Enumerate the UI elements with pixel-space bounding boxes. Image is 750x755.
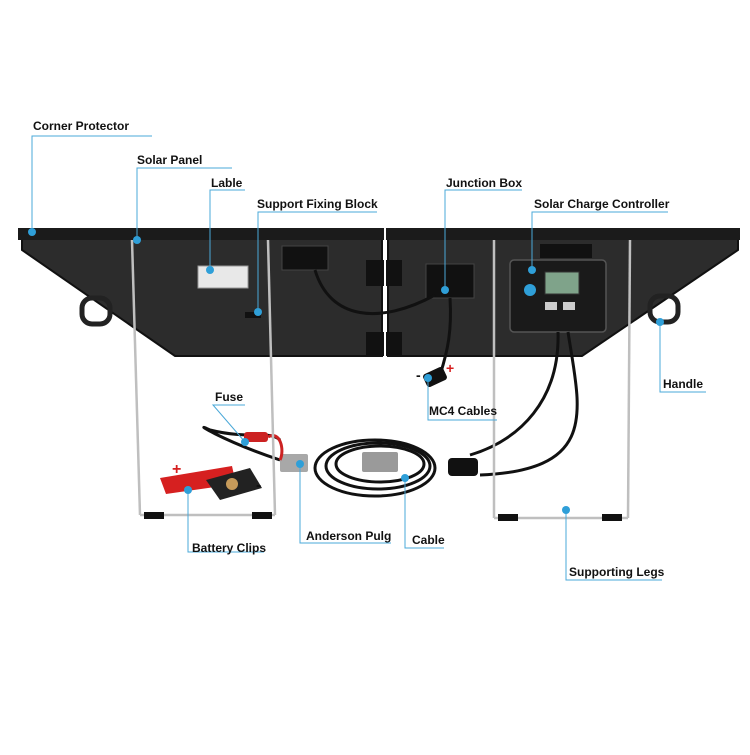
minus-mark-mc4: - [416, 367, 421, 383]
leader-lines [31, 135, 706, 581]
leader-battery-clips [187, 490, 264, 553]
hinge-right-bottom [386, 332, 402, 356]
leader-junction-box [444, 189, 522, 290]
leader-mc4-cables [427, 378, 497, 421]
callout-support-fixing-block: Support Fixing Block [257, 197, 378, 211]
left-fixing-block [245, 312, 261, 318]
leader-cable [404, 478, 444, 549]
controller-button-b [563, 302, 575, 310]
red-clip [160, 466, 236, 494]
cable-coil-3 [334, 444, 426, 484]
right-leg-foot-2 [602, 514, 622, 521]
right-leg-foot-1 [498, 514, 518, 521]
callout-supporting-legs: Supporting Legs [569, 565, 665, 579]
callout-fuse: Fuse [215, 390, 244, 404]
plus-mark-clip: + [172, 461, 181, 478]
right-solar-panel [386, 228, 740, 357]
left-junction-box [281, 245, 329, 271]
hinge-right-top [386, 260, 402, 286]
controller-button-a [545, 302, 557, 310]
callout-solar-charge-controller: Solar Charge Controller [534, 197, 670, 211]
mc4-connector [423, 366, 447, 388]
callout-lable: Lable [211, 176, 243, 190]
output-mc4-connector [448, 458, 478, 476]
controller-output-cable-1 [469, 331, 560, 457]
leader-solar-charge-controller [531, 211, 668, 270]
hinge-bottom [366, 332, 384, 356]
right-panel-frame-top [386, 228, 740, 240]
cable-coil-2 [324, 441, 432, 491]
charge-controller [509, 259, 607, 333]
controller-logo [524, 284, 536, 296]
left-solar-panel [18, 228, 384, 357]
callout-anderson-pulg: Anderson Pulg [306, 529, 392, 543]
callout-solar-panel: Solar Panel [137, 153, 203, 167]
callout-battery-clips: Battery Clips [192, 541, 267, 555]
clip-jaw [226, 478, 238, 490]
left-handle [79, 295, 113, 327]
callout-handle: Handle [663, 377, 704, 391]
minus-mark-clip: - [256, 477, 261, 494]
controller-output-cable-2 [479, 331, 579, 477]
controller-screen [544, 271, 580, 295]
anderson-plug-body [362, 452, 398, 472]
left-panel-frame-top [18, 228, 384, 240]
leader-support-fixing-block [257, 211, 377, 312]
panel-link-cable [313, 269, 436, 316]
leader-lable [209, 189, 245, 270]
leader-anderson-pulg [299, 464, 391, 544]
leader-fuse [211, 404, 246, 443]
cable-coil-1 [313, 438, 437, 498]
leader-handle [659, 322, 706, 393]
red-wire [267, 434, 284, 461]
plus-mark-mc4: + [446, 360, 454, 376]
leader-supporting-legs [565, 510, 662, 581]
callout-junction-box: Junction Box [446, 176, 523, 190]
leader-solar-panel [136, 167, 232, 240]
left-leg-foot-1 [144, 512, 164, 519]
left-leg-foot-2 [252, 512, 272, 519]
panel-label-sticker [197, 265, 249, 289]
controller-top-bracket [540, 244, 592, 258]
hinge-top [366, 260, 384, 286]
leader-corner-protector [31, 135, 152, 232]
fuse-holder [244, 432, 268, 442]
leader-dots [28, 228, 664, 514]
callout-mc4-cables: MC4 Cables [429, 404, 498, 418]
callout-corner-protector: Corner Protector [33, 119, 130, 133]
callout-cable: Cable [412, 533, 445, 547]
right-junction-box [425, 263, 475, 299]
